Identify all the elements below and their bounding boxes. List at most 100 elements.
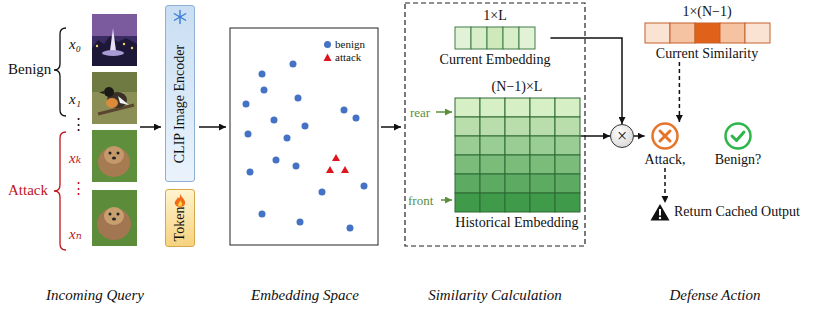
benign-point xyxy=(284,135,291,142)
attack-point xyxy=(341,166,349,173)
benign-point xyxy=(293,163,300,170)
verdict-icon xyxy=(652,124,677,149)
photo-night-scene xyxy=(102,50,124,56)
benign-point xyxy=(259,71,266,78)
vector-graphic xyxy=(487,27,503,49)
node-caption: Current Similarity xyxy=(656,46,758,62)
matrix-graphic xyxy=(505,98,530,117)
benign-point xyxy=(295,95,302,102)
node-label: × xyxy=(617,127,627,145)
flow-arrow xyxy=(199,126,226,128)
photo-dog xyxy=(112,218,116,221)
matrix-graphic xyxy=(455,117,480,136)
legend-entry: attack xyxy=(323,51,361,63)
legend-swatch xyxy=(324,53,332,61)
attack-point xyxy=(326,154,349,173)
connector-arrow xyxy=(550,38,622,124)
matrix-graphic xyxy=(555,155,580,174)
photo-dog xyxy=(97,208,131,240)
benign-point xyxy=(319,189,326,196)
matrix-graphic xyxy=(454,97,581,213)
photo-bird xyxy=(92,72,137,92)
node-caption: Historical Embedding xyxy=(455,215,578,231)
matrix-graphic xyxy=(530,136,555,155)
matrix-graphic xyxy=(480,136,505,155)
matrix-graphic xyxy=(480,193,505,212)
node-label: 1×(N−1) xyxy=(682,4,731,20)
legend-entry: benign xyxy=(323,38,365,50)
group-brace xyxy=(54,132,66,250)
query-index: x₁ xyxy=(69,91,81,108)
ellipsis-mark: ⋮ xyxy=(71,116,86,133)
matrix-graphic xyxy=(480,117,505,136)
node-label: 1×L xyxy=(483,8,506,24)
photo-bird xyxy=(104,87,114,97)
photo-night-scene xyxy=(131,47,133,49)
photo-night-scene xyxy=(110,28,116,51)
benign-point xyxy=(302,123,309,130)
matrix-graphic xyxy=(455,174,480,193)
attack-verdict: Attack, xyxy=(645,122,686,168)
connector-arrow xyxy=(634,135,645,137)
query-index: x₀ xyxy=(69,36,81,53)
node-label: Attack, xyxy=(645,152,686,168)
matrix-graphic xyxy=(530,174,555,193)
node-label: (N−1)×L xyxy=(492,79,543,95)
benign-point xyxy=(247,169,254,176)
attack-point xyxy=(332,154,340,161)
matrix-graphic xyxy=(555,98,580,117)
photo-dog xyxy=(117,213,120,216)
vector-graphic xyxy=(645,23,670,43)
photo-dog xyxy=(92,190,137,246)
status-icon xyxy=(172,9,188,25)
multiply-operator: × xyxy=(610,124,634,148)
benign-point xyxy=(347,225,354,232)
photo-night-scene xyxy=(92,14,137,66)
legend-swatch xyxy=(323,53,332,62)
status-icon xyxy=(175,194,185,207)
queue-end-label: front xyxy=(408,192,433,209)
matrix-graphic xyxy=(530,117,555,136)
encoder-box: CLIP Image Encoder xyxy=(165,5,195,182)
matrix-graphic xyxy=(455,193,480,212)
benign-point xyxy=(297,219,304,226)
status-icon xyxy=(174,14,185,21)
similarity-region xyxy=(405,3,585,246)
legend-text: benign xyxy=(335,38,365,50)
group-label: Attack xyxy=(8,182,48,199)
matrix-graphic xyxy=(555,136,580,155)
photo-night-scene xyxy=(92,14,137,36)
rear-pointer xyxy=(436,111,452,113)
matrix-graphic xyxy=(455,155,480,174)
photo-bird xyxy=(106,98,118,108)
flow-arrow xyxy=(381,126,401,128)
vector-graphic xyxy=(519,27,535,49)
status-icon xyxy=(172,193,188,209)
embedding-bar: 1×LCurrent Embedding xyxy=(440,8,551,68)
photo-night-scene xyxy=(96,45,98,47)
token-box: Token xyxy=(165,189,195,247)
node-label: Token xyxy=(172,207,188,242)
stage-caption: Incoming Query xyxy=(46,287,144,304)
photo-night-scene xyxy=(123,43,125,45)
verdict-icon xyxy=(726,124,751,149)
matrix-graphic xyxy=(455,136,480,155)
matrix-graphic xyxy=(555,174,580,193)
matrix-graphic xyxy=(530,193,555,212)
verdict-icon xyxy=(724,122,752,150)
status-icon xyxy=(178,200,182,207)
embedding-space-box xyxy=(230,28,378,245)
legend-swatch xyxy=(324,41,331,48)
vector-graphic xyxy=(503,27,519,49)
vector-graphic xyxy=(455,27,471,49)
matrix-graphic xyxy=(455,98,480,117)
benign-point xyxy=(259,211,266,218)
verdict-icon xyxy=(651,122,679,150)
vector-graphic xyxy=(644,22,771,44)
similarity-bar: 1×(N−1) Current Similarity xyxy=(644,4,771,62)
legend-swatch xyxy=(323,40,332,49)
status-icon xyxy=(174,14,185,21)
vector-graphic xyxy=(670,23,695,43)
matrix-graphic xyxy=(505,117,530,136)
